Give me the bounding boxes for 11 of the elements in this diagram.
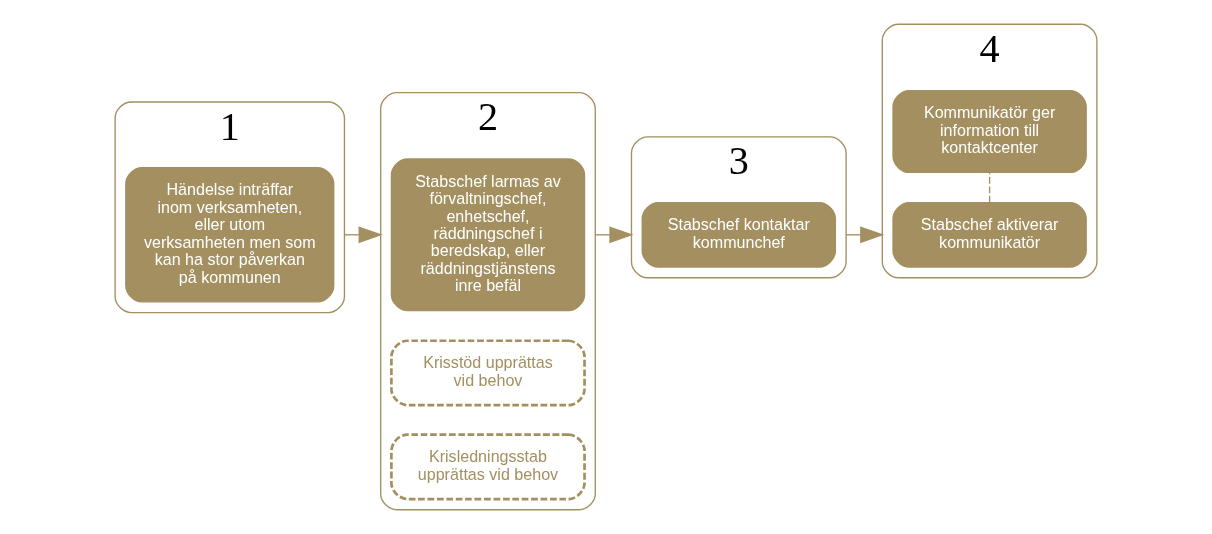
node-box: Stabschef kontaktar kommunchef [641, 201, 837, 268]
arrow [343, 226, 383, 244]
node-box: Krisstöd upprättas vid behov [390, 339, 586, 407]
arrow [594, 226, 634, 244]
connector [988, 171, 991, 204]
node-box: Krisledningsstab upprättas vid behov [390, 433, 586, 501]
node-box: Kommunikatör ger information till kontaktcenter [892, 89, 1087, 174]
node-box: Stabschef aktiverar kommunikatör [892, 201, 1087, 268]
arrow [845, 226, 885, 244]
node-box: Stabschef larmas av förvaltningschef, enhetschef, räddningschef i beredskap, eller räddningstjänstens inre befäl [390, 158, 586, 312]
node-box: Händelse inträffar inom verksamheten, eller utom verksamheten men som kan ha stor påverkan på kommunen [125, 167, 335, 303]
